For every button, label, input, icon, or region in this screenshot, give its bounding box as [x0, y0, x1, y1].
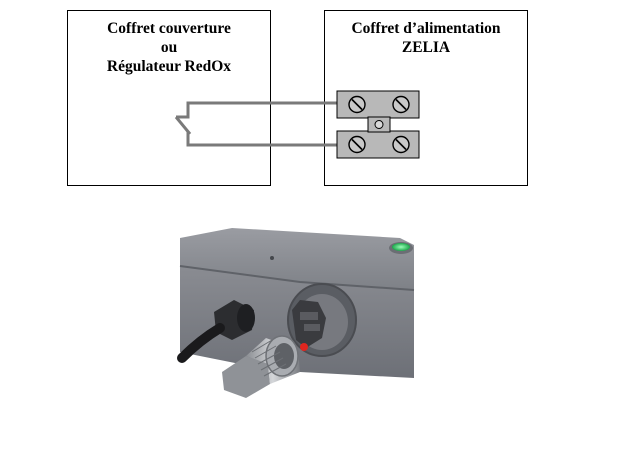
- red-wire-end: [300, 343, 308, 351]
- right-box-title: Coffret d’alimentation ZELIA: [325, 19, 527, 57]
- cover-box-or-redox-regulator: Coffret couverture ou Régulateur RedOx: [67, 10, 271, 186]
- left-box-title-line2: ou: [160, 39, 178, 56]
- housing-top: [180, 228, 414, 290]
- right-box-title-line2: ZELIA: [401, 39, 451, 56]
- bridge-screw-icon: [374, 120, 384, 129]
- screw-icon: [348, 95, 366, 114]
- screw-icon: [348, 135, 366, 154]
- left-box-title-line1: Coffret couverture: [107, 20, 231, 37]
- device-photo: [177, 228, 415, 398]
- threaded-cap: [222, 335, 300, 398]
- lower-wire: [186, 132, 341, 147]
- power-cable: [177, 323, 225, 363]
- screw-icon: [392, 135, 410, 154]
- screw-icon: [392, 95, 410, 114]
- upper-wire: [176, 101, 341, 119]
- left-box-title: Coffret couverture ou Régulateur RedOx: [68, 19, 270, 76]
- left-box-title-line3: Régulateur RedOx: [106, 58, 232, 75]
- switch-contact-icon: [174, 116, 192, 135]
- wires: [176, 101, 341, 147]
- right-box-title-line1: Coffret d’alimentation: [351, 20, 501, 37]
- terminal-block: [336, 90, 420, 159]
